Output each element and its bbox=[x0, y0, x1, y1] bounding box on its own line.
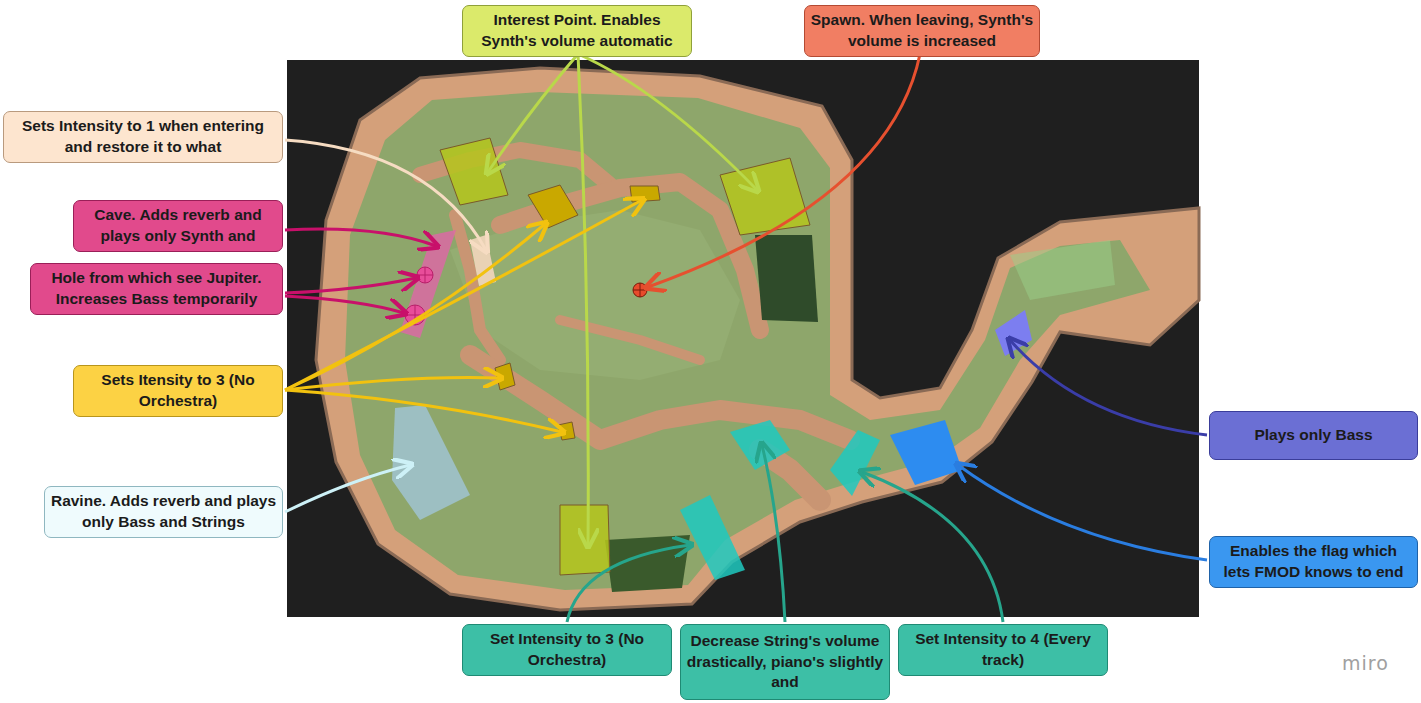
spawn-marker-part bbox=[633, 283, 647, 297]
callout-box: Sets Itensity to 3 (No Orchestra) bbox=[73, 365, 283, 417]
leader-lines-part bbox=[488, 54, 578, 172]
callout-text: Plays only Bass bbox=[1254, 425, 1372, 446]
callout-text: Hole from which see Jupiter. Increases B… bbox=[36, 268, 277, 310]
intensity-three-zones-part bbox=[630, 186, 660, 202]
leader-lines-part bbox=[862, 472, 1003, 622]
callout-text: Enables the flag which lets FMOD knows t… bbox=[1215, 541, 1412, 583]
intensity-three-zones-part bbox=[528, 185, 578, 228]
callout-box: Ravine. Adds reverb and plays only Bass … bbox=[44, 486, 283, 538]
cave-zone-part bbox=[400, 230, 456, 338]
interest-zones-part bbox=[720, 158, 810, 235]
spawn-marker-part bbox=[640, 283, 641, 297]
callout-text: Set Intensity to 3 (No Orchestra) bbox=[468, 629, 666, 671]
callout-box: Spawn. When leaving, Synth's volume is i… bbox=[804, 5, 1040, 57]
teal-zones-part bbox=[830, 430, 880, 496]
end-flag-zone bbox=[890, 420, 962, 485]
leader-lines-part bbox=[285, 465, 410, 512]
callout-box: Plays only Bass bbox=[1209, 411, 1418, 460]
leader-lines-part bbox=[285, 278, 416, 293]
bass-zone-part bbox=[1010, 240, 1115, 300]
rock-ridges-part bbox=[470, 355, 850, 440]
dark-inlets bbox=[605, 235, 818, 592]
callout-text: Ravine. Adds reverb and plays only Bass … bbox=[50, 491, 277, 533]
bass-zone-part bbox=[995, 310, 1032, 356]
interest-zones bbox=[440, 138, 810, 575]
callout-box: Hole from which see Jupiter. Increases B… bbox=[30, 263, 283, 315]
intensity-three-zones bbox=[495, 185, 660, 440]
leader-lines-part bbox=[958, 465, 1207, 560]
leader-lines-part bbox=[285, 140, 486, 250]
leader-lines-part bbox=[285, 390, 562, 432]
bass-zone bbox=[995, 240, 1115, 356]
ravine-zone-part bbox=[392, 405, 470, 520]
leader-lines-part bbox=[1010, 340, 1207, 435]
leader-lines-part bbox=[285, 229, 436, 246]
leader-lines-part bbox=[285, 200, 642, 390]
callout-text: Cave. Adds reverb and plays only Synth a… bbox=[79, 205, 277, 247]
interest-zones-part bbox=[440, 138, 508, 205]
terrain-grass-part bbox=[450, 210, 740, 380]
leader-lines-part bbox=[762, 445, 785, 622]
end-flag-zone-part bbox=[890, 420, 962, 485]
map-background bbox=[287, 60, 1199, 617]
callout-box: Enables the flag which lets FMOD knows t… bbox=[1209, 536, 1418, 588]
leader-lines-part bbox=[285, 378, 500, 391]
callout-text: Decrease String's volume drastically, pi… bbox=[686, 631, 884, 694]
callout-box: Cave. Adds reverb and plays only Synth a… bbox=[73, 200, 283, 252]
callout-text: Sets Intensity to 1 when entering and re… bbox=[9, 116, 277, 158]
terrain-grass bbox=[345, 92, 1150, 590]
callout-box: Decrease String's volume drastically, pi… bbox=[680, 624, 890, 700]
rock-ridges-part bbox=[560, 320, 700, 360]
callout-text: Spawn. When leaving, Synth's volume is i… bbox=[810, 10, 1034, 52]
dark-inlets-part bbox=[755, 235, 818, 322]
callout-text: Sets Itensity to 3 (No Orchestra) bbox=[79, 370, 277, 412]
callout-text: Set Intensity to 4 (Every track) bbox=[904, 629, 1102, 671]
leader-lines-part bbox=[567, 545, 690, 622]
cave-zone-part bbox=[425, 267, 426, 283]
teal-zones-part bbox=[730, 420, 790, 470]
interest-zones-part bbox=[560, 505, 610, 575]
leader-lines-part bbox=[285, 296, 404, 313]
cave-zone-part bbox=[417, 267, 433, 283]
leader-lines-part bbox=[578, 54, 757, 190]
teal-zones-part bbox=[680, 495, 745, 580]
leader-lines-part bbox=[648, 54, 920, 287]
terrain-grass-part bbox=[345, 92, 1150, 590]
leader-lines bbox=[285, 54, 1207, 622]
callout-text: Interest Point. Enables Synth's volume a… bbox=[468, 10, 686, 52]
callout-box: Set Intensity to 3 (No Orchestra) bbox=[462, 624, 672, 676]
leader-lines-part bbox=[285, 224, 545, 390]
ravine-zone bbox=[392, 405, 470, 520]
terrain-rock-part bbox=[316, 68, 1199, 610]
spawn-marker bbox=[633, 283, 647, 297]
callout-box: Sets Intensity to 1 when entering and re… bbox=[3, 111, 283, 163]
watermark: miro bbox=[1342, 652, 1389, 674]
cave-zone bbox=[400, 230, 456, 338]
callout-box: Set Intensity to 4 (Every track) bbox=[898, 624, 1108, 676]
leader-lines-part bbox=[578, 54, 588, 545]
map-background-part bbox=[287, 60, 1199, 617]
terrain-rock bbox=[316, 68, 1199, 610]
callout-box: Interest Point. Enables Synth's volume a… bbox=[462, 5, 692, 57]
